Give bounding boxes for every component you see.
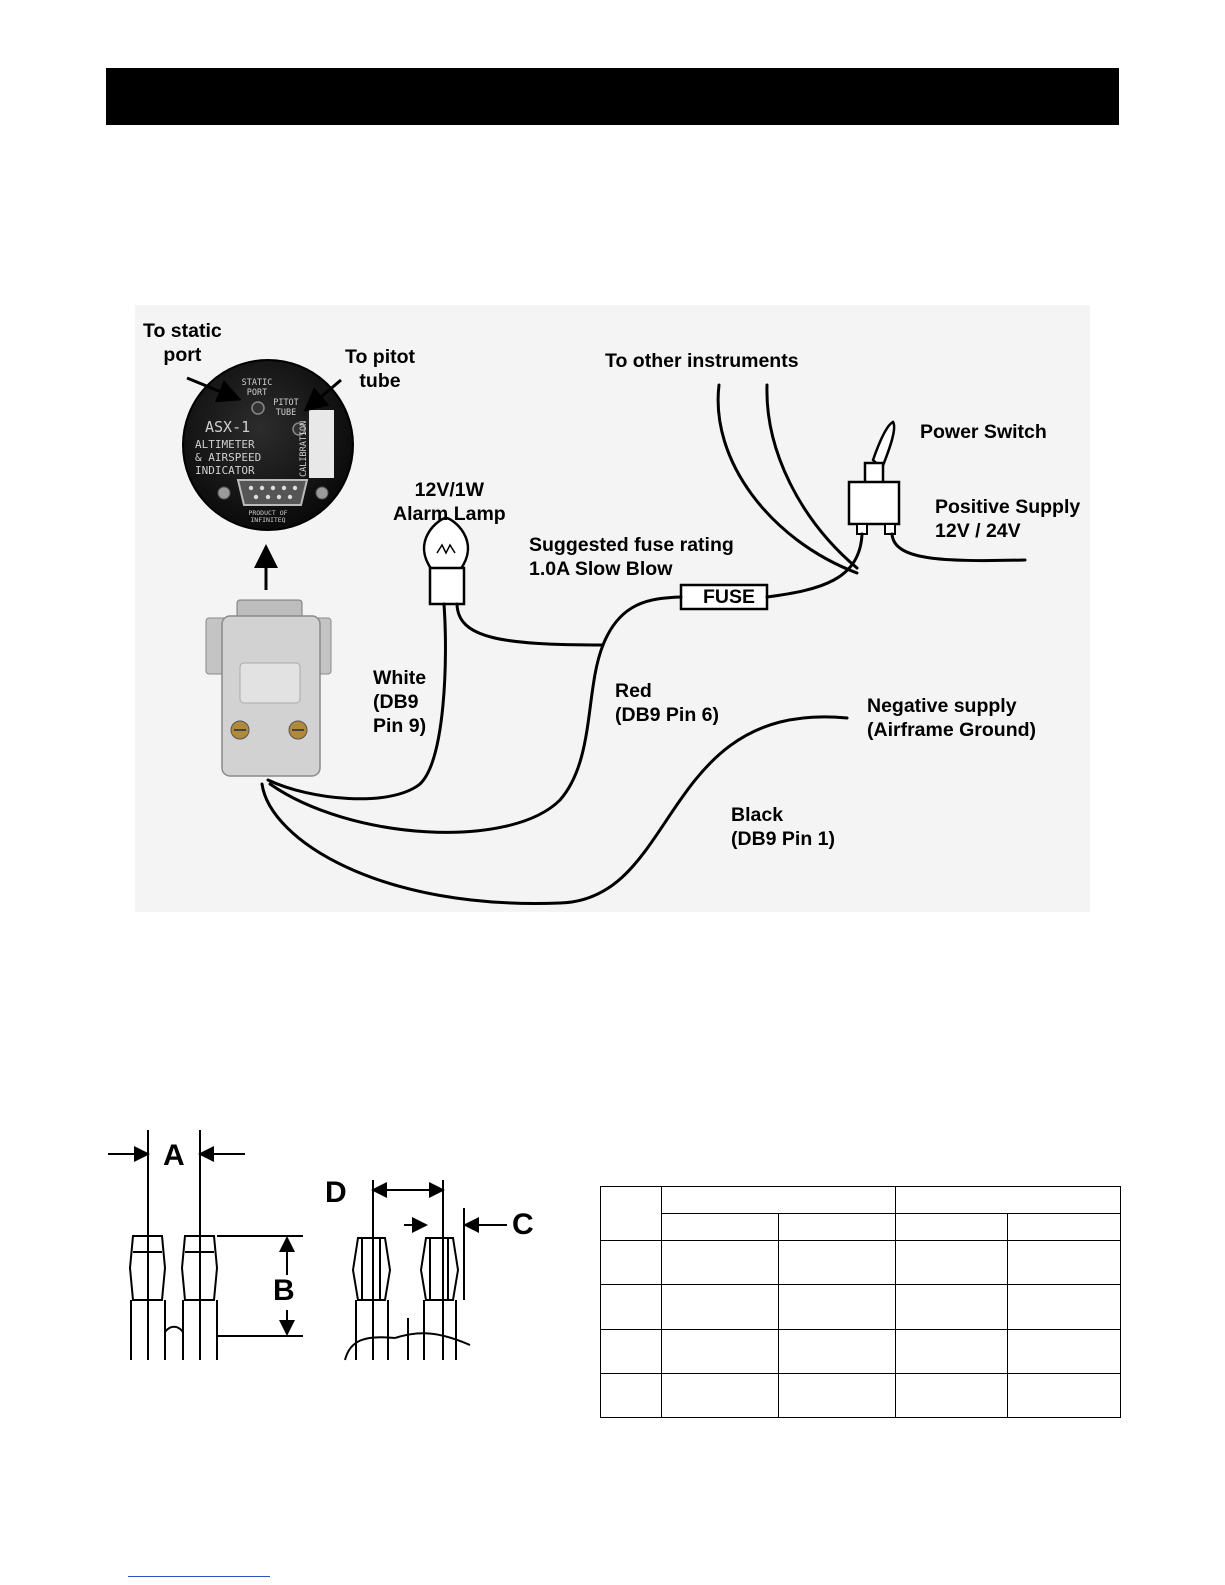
terminal-dimension-table bbox=[600, 1185, 1121, 1419]
alarm-lamp bbox=[422, 516, 470, 606]
label-white-wire: White (DB9 Pin 9) bbox=[373, 667, 427, 737]
pitot-tube-hole bbox=[292, 422, 306, 436]
label-to-static-port: To static port bbox=[143, 320, 222, 366]
pitot-tube-arrow bbox=[303, 378, 342, 412]
table-cell bbox=[600, 1240, 662, 1286]
table-cell bbox=[895, 1372, 1008, 1419]
table-cell bbox=[895, 1284, 1008, 1330]
instrument-model-text: ASX-1 bbox=[205, 418, 250, 436]
dim-label-d: D bbox=[325, 1176, 347, 1209]
wire-fuse-to-junction bbox=[601, 595, 683, 647]
dim-label-b: B bbox=[273, 1274, 295, 1307]
table-subheader-cell bbox=[778, 1213, 896, 1242]
table-corner-cell bbox=[600, 1185, 662, 1242]
calibration-window bbox=[309, 410, 334, 478]
table-cell bbox=[661, 1284, 779, 1330]
db9-connector bbox=[205, 599, 332, 777]
label-alarm-lamp: 12V/1W Alarm Lamp bbox=[393, 479, 506, 525]
table-row bbox=[600, 1240, 1121, 1286]
table-cell bbox=[1007, 1240, 1121, 1286]
label-black-wire: Black (DB9 Pin 1) bbox=[731, 804, 836, 850]
table-cell bbox=[661, 1328, 779, 1374]
label-to-pitot-tube: To pitot tube bbox=[345, 346, 416, 392]
label-to-other-instruments: To other instruments bbox=[605, 350, 799, 372]
wire-positive-supply bbox=[890, 532, 1027, 563]
wire-other-instruments-2 bbox=[765, 383, 859, 570]
wire-switch-to-fuse bbox=[765, 532, 864, 599]
table-row bbox=[600, 1284, 1121, 1330]
table-cell bbox=[778, 1328, 896, 1374]
footer-link-underline[interactable] bbox=[128, 1576, 270, 1577]
table-row bbox=[600, 1328, 1121, 1374]
static-port-hole bbox=[251, 401, 265, 415]
table-group-header-1 bbox=[661, 1185, 896, 1215]
terminal-side-left bbox=[344, 1180, 396, 1361]
table-subheader-row bbox=[601, 1213, 1121, 1242]
wires bbox=[260, 383, 1027, 905]
table-cell bbox=[661, 1372, 779, 1419]
label-power-switch: Power Switch bbox=[920, 421, 1047, 443]
table-cell bbox=[661, 1240, 779, 1286]
table-cell bbox=[600, 1284, 662, 1330]
table-cell bbox=[778, 1372, 896, 1419]
table-group-header-2 bbox=[895, 1185, 1121, 1215]
table-cell bbox=[895, 1240, 1008, 1286]
table-subheader-cell bbox=[661, 1213, 779, 1242]
wire-lamp-to-junction bbox=[455, 602, 605, 647]
header-bar bbox=[106, 68, 1119, 125]
table-row bbox=[600, 1372, 1121, 1419]
dim-label-c: C bbox=[512, 1208, 534, 1241]
terminal-front-left bbox=[128, 1130, 167, 1360]
static-port-arrow bbox=[186, 376, 242, 403]
wire-white bbox=[266, 602, 447, 801]
terminal-side-right bbox=[394, 1180, 471, 1360]
instrument-calibration-text: CALIBRATION bbox=[299, 421, 309, 477]
wire-red bbox=[268, 643, 605, 834]
table-cell bbox=[600, 1328, 662, 1374]
wire-black bbox=[260, 715, 849, 905]
table-cell bbox=[778, 1240, 896, 1286]
table-cell bbox=[1007, 1328, 1121, 1374]
label-positive-supply: Positive Supply 12V / 24V bbox=[935, 496, 1081, 542]
dim-label-a: A bbox=[163, 1139, 185, 1172]
label-negative-supply: Negative supply (Airframe Ground) bbox=[867, 695, 1037, 741]
table-header-row bbox=[600, 1185, 1121, 1242]
table-subheader-cell bbox=[895, 1213, 1008, 1242]
label-red-wire: Red (DB9 Pin 6) bbox=[615, 680, 720, 726]
power-switch bbox=[847, 420, 901, 535]
table-cell bbox=[895, 1328, 1008, 1374]
table-cell bbox=[1007, 1372, 1121, 1419]
table-cell bbox=[1007, 1284, 1121, 1330]
label-fuse-rating: Suggested fuse rating 1.0A Slow Blow bbox=[529, 534, 734, 580]
table-cell bbox=[600, 1372, 662, 1419]
table-cell bbox=[778, 1284, 896, 1330]
label-fuse: FUSE bbox=[703, 586, 756, 608]
table-subheader-cell bbox=[1007, 1213, 1121, 1242]
terminal-front-right bbox=[164, 1130, 219, 1360]
wire-other-instruments-1 bbox=[716, 383, 859, 575]
